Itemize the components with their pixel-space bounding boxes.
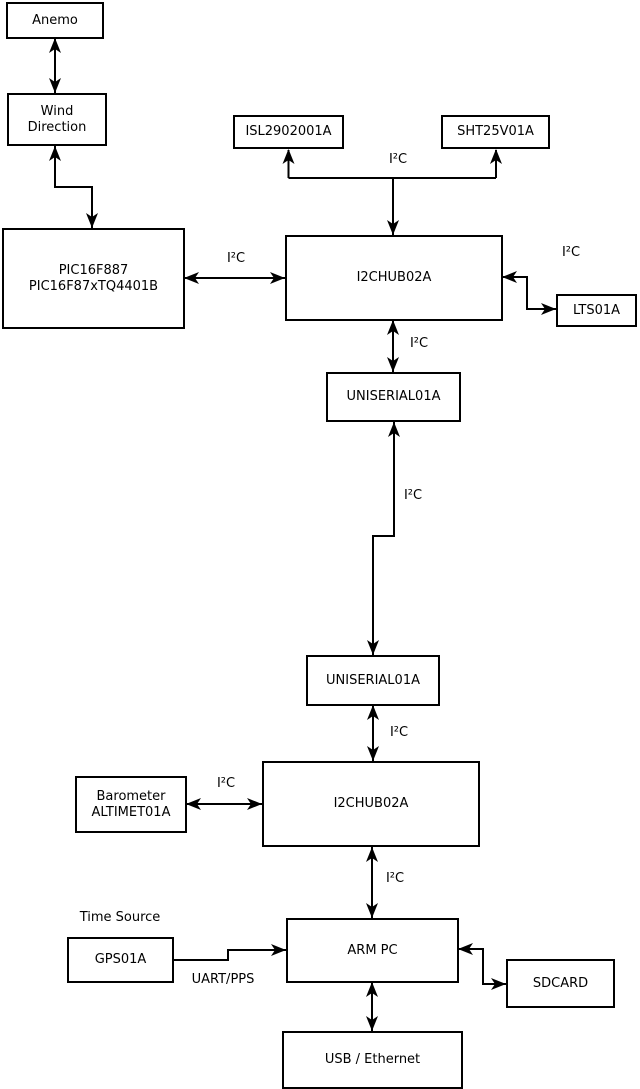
edge-armpc-sdcard <box>458 943 506 990</box>
arrowhead-right-icon <box>270 272 285 284</box>
node-isl: ISL2902001A <box>233 115 344 149</box>
node-label: Anemo <box>32 12 78 28</box>
edge-line <box>54 146 93 228</box>
edge-line <box>173 949 286 961</box>
arrowhead-down-icon <box>367 640 379 655</box>
node-label: ALTIMET01A <box>91 804 171 820</box>
edge-label-i2c-pic-hub1: I²C <box>226 251 246 266</box>
edge-hub1-lts <box>502 271 556 315</box>
node-sdcard: SDCARD <box>506 959 615 1008</box>
arrowhead-down-icon <box>387 220 399 235</box>
arrowhead-left-icon <box>184 272 199 284</box>
edge-uniserial-hub2 <box>367 705 379 761</box>
node-label: I2CHUB02A <box>356 270 432 285</box>
arrowhead-down-icon <box>366 1016 378 1031</box>
arrowhead-up-icon <box>367 705 379 720</box>
node-label: LTS01A <box>572 302 621 318</box>
node-uniserial-bottom: UNISERIAL01A <box>306 655 440 706</box>
edge-label-i2c-hub1-lts: I²C <box>561 245 581 260</box>
arrowhead-down-icon <box>86 213 98 228</box>
edge-hub1-sensors <box>282 149 502 235</box>
node-anemo: Anemo <box>6 2 104 39</box>
node-wind-direction: Wind Direction <box>7 93 107 146</box>
arrowhead-up-icon <box>49 146 61 161</box>
arrowhead-right-icon <box>271 944 286 956</box>
edge-barometer-hub2 <box>186 798 262 810</box>
node-usb-ethernet: USB / Ethernet <box>282 1031 463 1089</box>
edge-anemo-wind <box>49 38 61 93</box>
edge-label-i2c-hub2-armpc: I²C <box>385 871 405 886</box>
node-label: ARM PC <box>347 942 398 958</box>
node-sht: SHT25V01A <box>441 115 550 149</box>
node-label: PIC16F87xTQ4401B <box>28 278 159 294</box>
node-lts: LTS01A <box>556 294 637 327</box>
arrowhead-up-icon <box>388 422 400 437</box>
edge-gps-armpc <box>173 944 286 961</box>
edge-armpc-usb <box>366 982 378 1031</box>
node-pic: PIC16F887 PIC16F87xTQ4401B <box>2 228 185 329</box>
edge-line <box>502 276 556 310</box>
node-label: SDCARD <box>532 975 589 991</box>
node-i2chub-top: I2CHUB02A <box>285 235 503 321</box>
edge-hub1-uniserial <box>387 320 399 372</box>
edge-label-time-source: Time Source <box>79 910 161 925</box>
arrowhead-down-icon <box>387 357 399 372</box>
edge-pic-hub1 <box>184 272 285 284</box>
node-i2chub-bottom: I2CHUB02A <box>262 761 480 847</box>
arrowhead-up-icon <box>282 149 295 164</box>
edge-label-i2c-hub1-sensors: I²C <box>388 152 408 167</box>
arrowhead-left-icon <box>186 798 201 810</box>
arrowhead-up-icon <box>490 149 502 164</box>
edge-line <box>458 948 506 985</box>
arrowhead-up-icon <box>366 847 378 862</box>
node-uniserial-top: UNISERIAL01A <box>326 372 461 422</box>
edge-line <box>372 422 395 655</box>
node-barometer: Barometer ALTIMET01A <box>75 776 187 833</box>
arrowhead-up-icon <box>49 38 61 53</box>
node-label: Wind <box>40 103 74 119</box>
edge-uniserial-uniserial <box>367 422 400 655</box>
node-gps: GPS01A <box>67 937 174 983</box>
node-label: UNISERIAL01A <box>346 389 441 404</box>
node-arm-pc: ARM PC <box>286 918 459 983</box>
edge-label-i2c-hub1-uniserial: I²C <box>409 336 429 351</box>
arrowhead-down-icon <box>49 78 61 93</box>
edge-wind-pic <box>49 146 98 228</box>
edge-label-i2c-barometer-hub2: I²C <box>216 776 236 791</box>
node-label: Direction <box>27 119 87 135</box>
arrowhead-down-icon <box>366 903 378 918</box>
edge-label-i2c-uniserial-hub2: I²C <box>389 725 409 740</box>
arrowhead-down-icon <box>367 746 379 761</box>
node-label: SHT25V01A <box>457 124 534 139</box>
arrowhead-up-icon <box>366 982 378 997</box>
arrowhead-left-icon <box>502 271 517 283</box>
arrowhead-right-icon <box>541 303 556 315</box>
arrowhead-right-icon <box>247 798 262 810</box>
edge-label-uart-pps: UART/PPS <box>191 972 255 987</box>
node-label: Barometer <box>96 788 166 804</box>
node-label: GPS01A <box>94 952 147 967</box>
edge-label-i2c-long-link: I²C <box>403 488 423 503</box>
node-label: ISL2902001A <box>245 124 332 139</box>
node-label: I2CHUB02A <box>333 796 409 811</box>
node-label: UNISERIAL01A <box>326 672 420 688</box>
node-label: USB / Ethernet <box>324 1052 421 1067</box>
arrowhead-up-icon <box>387 320 399 335</box>
edge-line <box>287 150 497 235</box>
arrowhead-left-icon <box>458 943 473 955</box>
edge-hub2-armpc <box>366 847 378 918</box>
node-label: PIC16F887 <box>58 262 129 278</box>
arrowhead-right-icon <box>491 978 506 990</box>
